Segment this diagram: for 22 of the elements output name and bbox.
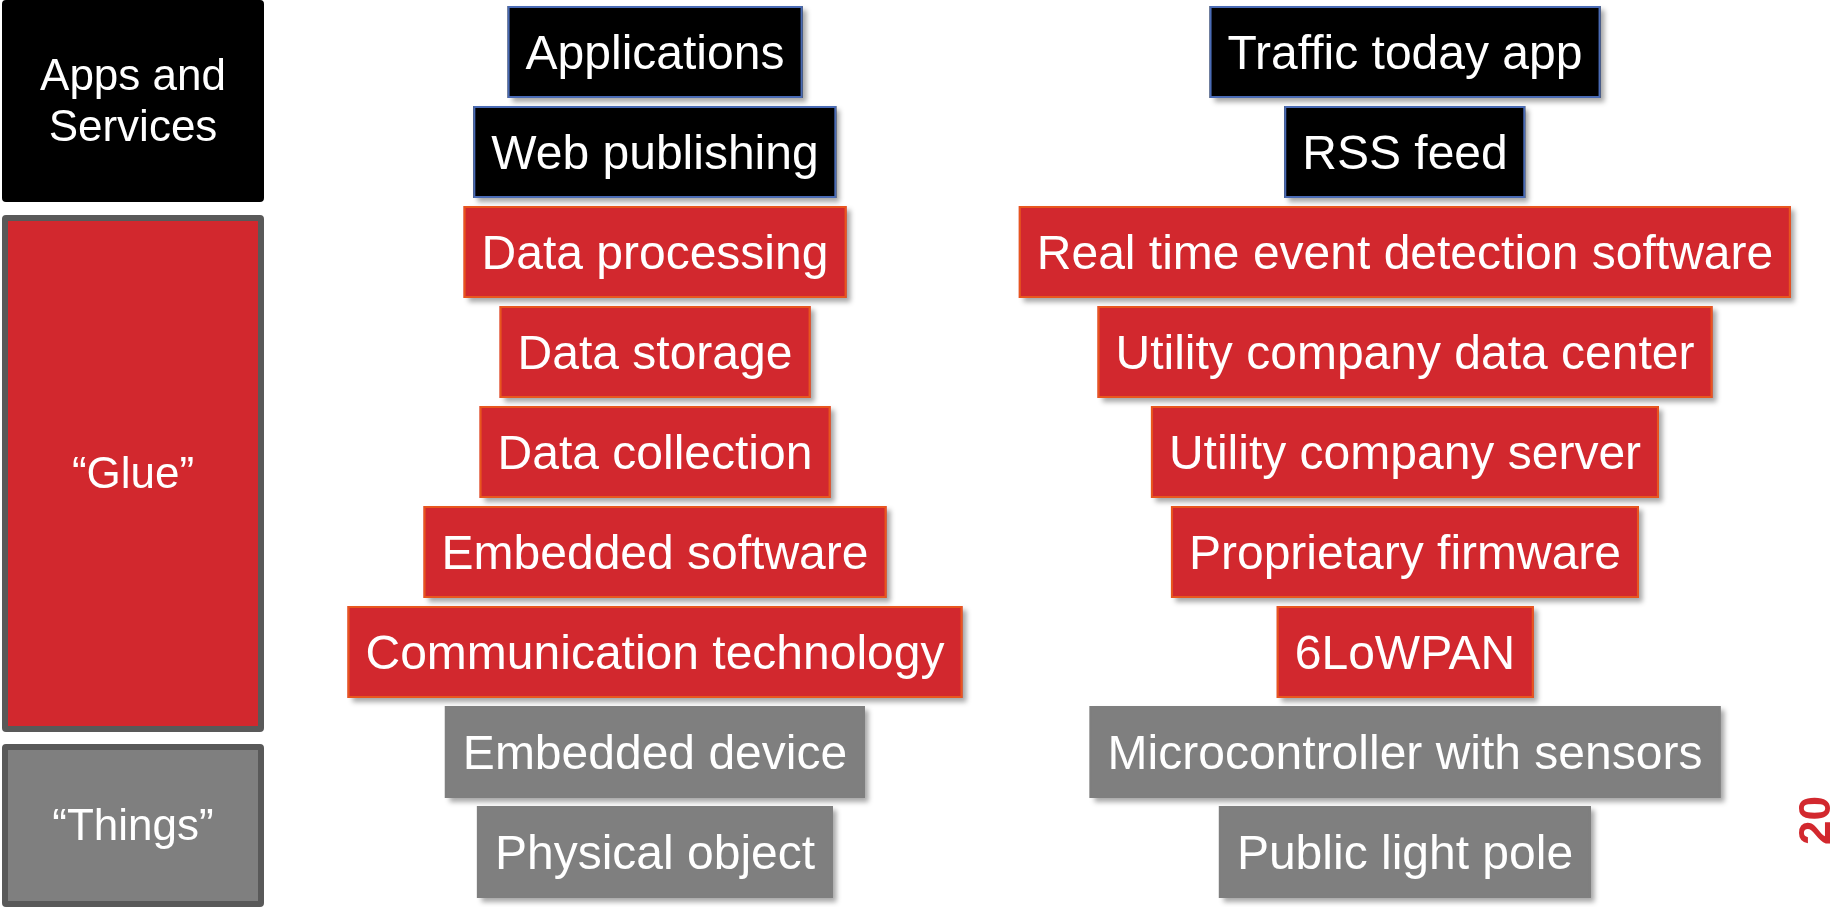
layer-box: Utility company server — [1150, 406, 1660, 498]
layer-box: Proprietary firmware — [1170, 506, 1640, 598]
layer-box: Public light pole — [1218, 806, 1592, 898]
layer-box: Utility company data center — [1097, 306, 1713, 398]
layer-box: Communication technology — [347, 606, 963, 698]
layer-band: “Glue” — [2, 215, 264, 732]
layer-box: 6LoWPAN — [1276, 606, 1534, 698]
layer-box: Web publishing — [473, 106, 837, 198]
layer-box: Microcontroller with sensors — [1089, 706, 1721, 798]
layer-box: Data processing — [463, 206, 847, 298]
layer-box: Data storage — [499, 306, 811, 398]
layer-box: Embedded software — [423, 506, 887, 598]
layer-box: Physical object — [476, 806, 834, 898]
layer-box: Traffic today app — [1209, 6, 1601, 98]
layer-band: “Things” — [2, 744, 264, 907]
layer-box: Embedded device — [444, 706, 866, 798]
layer-band: Apps and Services — [2, 0, 264, 202]
layer-box: Real time event detection software — [1018, 206, 1792, 298]
layer-box: Applications — [507, 6, 803, 98]
page-number: 20 — [1790, 796, 1840, 845]
layer-box: Data collection — [479, 406, 831, 498]
layer-box: RSS feed — [1284, 106, 1526, 198]
